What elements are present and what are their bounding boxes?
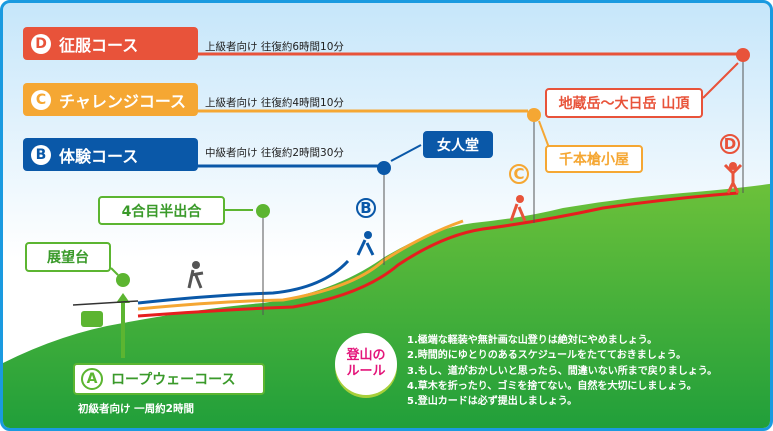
route-a-line — [137, 259, 350, 305]
gondola-icon — [81, 311, 103, 327]
course-b-desc: 中級者向け 往復約2時間30分 — [205, 147, 344, 159]
ropeway-name: ロープウェーコース — [111, 372, 236, 388]
course-c-desc: 上級者向け 往復約4時間10分 — [205, 97, 344, 109]
rules-title: 登山のルール — [346, 348, 386, 379]
observatory-marker — [116, 273, 130, 287]
rule-item: 3.もし、道がおかしいと思ったら、間違いない所まで戻りましょう。 — [407, 365, 718, 377]
course-c-name: チャレンジコース — [59, 91, 187, 111]
course-b-badge: B — [31, 144, 51, 165]
course-c-label: C チャレンジコース — [23, 83, 198, 116]
rule-item: 5.登山カードは必ず提出しましょう。 — [407, 396, 578, 408]
course-d-desc: 上級者向け 往復約6時間10分 — [205, 41, 344, 53]
fourth-station-callout: 4合目半出合 — [98, 196, 225, 225]
hiker-b-icon — [356, 231, 375, 256]
course-c-badge: C — [31, 89, 51, 110]
hiker-b-label: B — [360, 199, 371, 217]
hiker-c-icon — [509, 195, 527, 222]
course-b-name: 体験コース — [59, 146, 139, 166]
observatory-callout: 展望台 — [25, 242, 111, 272]
course-d-name: 征服コース — [59, 35, 139, 55]
ropeway-desc: 初級者向け 一周約2時間 — [78, 403, 194, 415]
ropeway-arrow — [116, 293, 130, 358]
rule-item: 4.草木を折ったり、ゴミを捨てない。自然を大切にしましょう。 — [407, 380, 697, 392]
hiker-d-label: D — [724, 135, 736, 153]
rule-item: 1.極端な軽装や無計画な山登りは絶対にやめましょう。 — [407, 335, 658, 346]
fourth-marker — [256, 204, 270, 218]
summit-marker — [736, 48, 750, 62]
route-c-line — [137, 219, 464, 311]
hiker-icon — [187, 261, 204, 289]
ropeway-badge: A — [81, 368, 103, 390]
hut-marker — [527, 108, 541, 122]
course-b-label: B 体験コース — [23, 138, 198, 171]
rules-list: 1.極端な軽装や無計画な山登りは絶対にやめましょう。 2.時間的にゆとりのあるス… — [407, 333, 717, 409]
course-d-badge: D — [31, 33, 51, 54]
hut-callout: 千本槍小屋 — [545, 145, 643, 173]
hiker-d-icon — [723, 162, 743, 194]
rule-item: 2.時間的にゆとりのあるスケジュールをたてておきましょう。 — [407, 350, 687, 362]
route-d-line — [137, 191, 739, 318]
course-d-label: D 征服コース — [23, 27, 198, 60]
nyonindo-callout: 女人堂 — [423, 131, 493, 158]
ropeway-course-label: A ロープウェーコース — [73, 363, 265, 395]
summit-callout: 地蔵岳〜大日岳 山頂 — [545, 88, 703, 118]
hiker-c-label: C — [513, 165, 524, 183]
rules-badge: 登山のルール — [335, 333, 397, 395]
nyonindo-marker — [377, 161, 391, 175]
